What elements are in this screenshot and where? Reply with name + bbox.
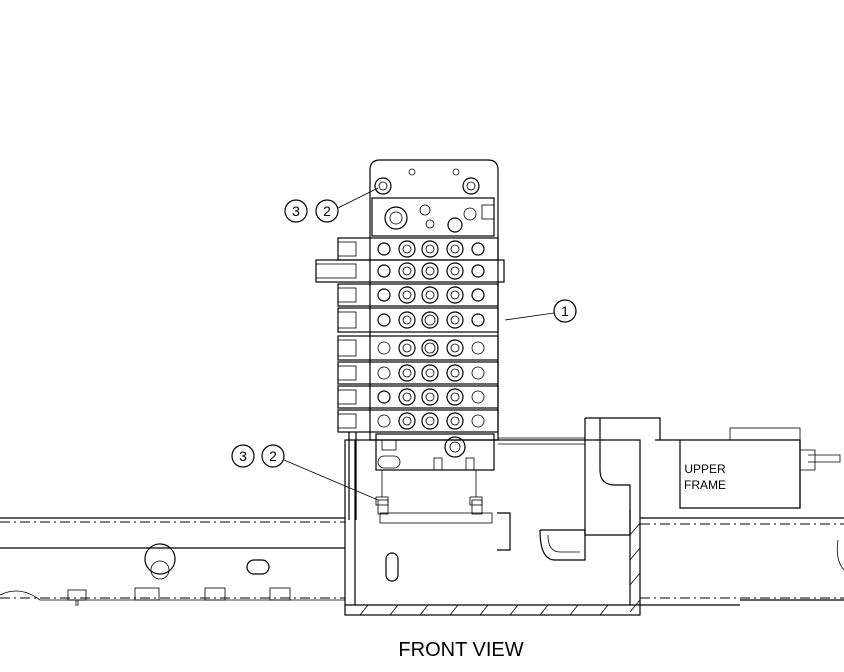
callout-right: 1 bbox=[504, 299, 577, 323]
left-frame-rail bbox=[0, 517, 345, 606]
upper-frame-label-line1: UPPER bbox=[684, 462, 726, 476]
callout-lower-left-b-text: 2 bbox=[269, 448, 277, 464]
valve-section-4 bbox=[337, 307, 499, 333]
callout-right-text: 1 bbox=[561, 303, 569, 319]
callout-lower-left: 3 2 bbox=[231, 444, 379, 501]
valve-section-3 bbox=[337, 283, 499, 307]
right-frame-rail bbox=[640, 517, 844, 606]
valve-section-6 bbox=[337, 361, 499, 385]
valve-bank bbox=[315, 237, 585, 520]
callout-top-left: 3 2 bbox=[284, 187, 379, 223]
valve-section-1 bbox=[337, 237, 499, 261]
valve-section-8 bbox=[337, 409, 499, 433]
view-title: FRONT VIEW bbox=[398, 639, 523, 661]
valve-section-7 bbox=[337, 385, 499, 409]
valve-section-5 bbox=[337, 335, 499, 361]
valve-section-2 bbox=[315, 259, 505, 283]
center-pedestal bbox=[344, 439, 641, 616]
upper-frame-label-line2: FRAME bbox=[684, 478, 726, 492]
callout-top-left-a-text: 3 bbox=[292, 203, 300, 219]
mount-bolts bbox=[375, 470, 483, 506]
callout-lower-left-a-text: 3 bbox=[239, 448, 247, 464]
valve-end-block bbox=[375, 433, 585, 471]
callout-top-left-b-text: 2 bbox=[323, 203, 331, 219]
upper-frame: UPPER FRAME bbox=[584, 417, 841, 536]
mounting-plate bbox=[369, 159, 499, 441]
